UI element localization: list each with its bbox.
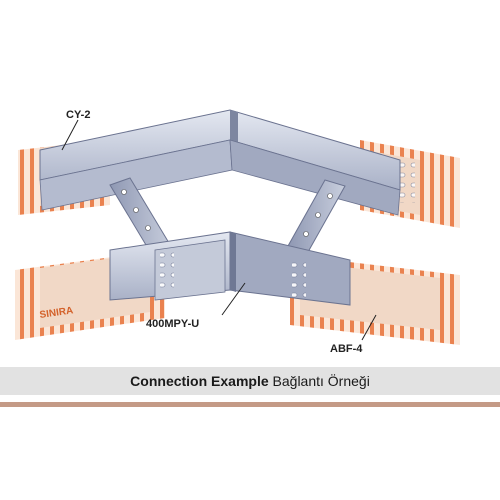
top-elbow-fitting [39, 109, 401, 216]
caption-band: Connection Example Bağlantı Örneği [0, 367, 500, 395]
label-cy-2: CY-2 [61, 109, 90, 151]
part-label-center-bottom: 400MPY-U [146, 318, 199, 330]
label-abf-4: ABF-4 [330, 314, 377, 355]
caption-bold: Connection Example [130, 373, 269, 389]
caption-regular: Bağlantı Örneği [272, 373, 370, 389]
label-400mpy-u: 400MPY-U [146, 282, 246, 330]
part-label-top-left: CY-2 [66, 109, 90, 121]
tray-brand-text: SINIRA [39, 305, 74, 321]
caption: Connection Example Bağlantı Örneği [130, 373, 370, 389]
divider-line [0, 402, 500, 407]
part-label-bottom-right: ABF-4 [330, 343, 363, 355]
connection-diagram: SINIRA CY-2 400MPY-U ABF-4 [15, 109, 460, 355]
bottom-elbow-fitting [109, 231, 351, 306]
